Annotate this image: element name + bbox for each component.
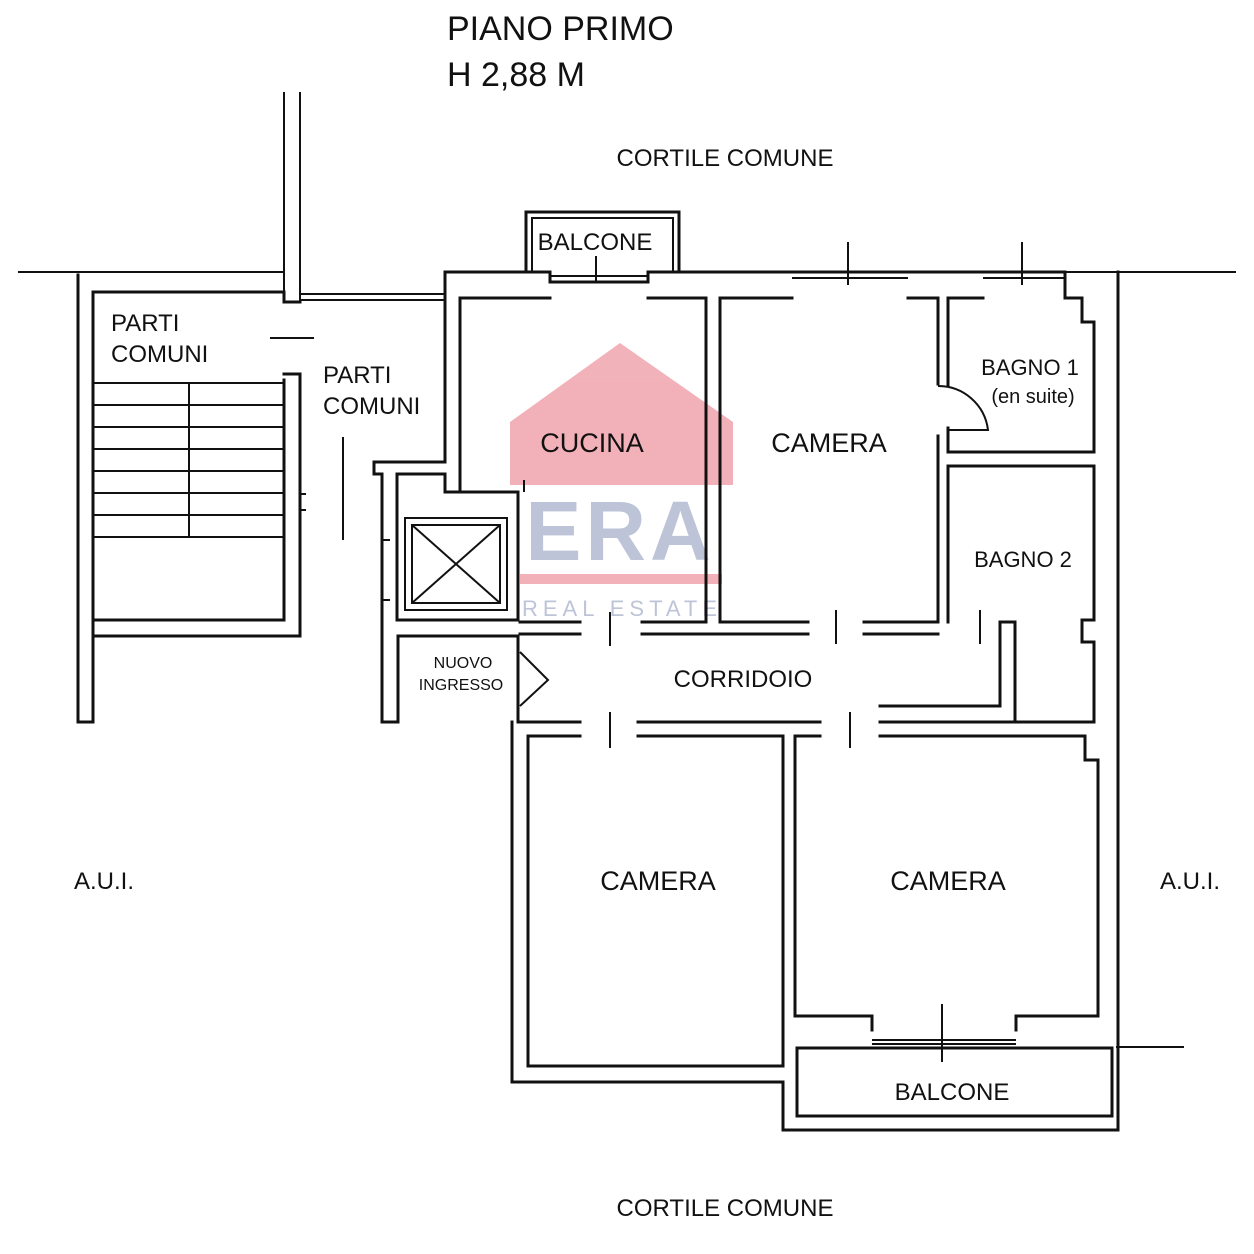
stair-treads [93, 382, 284, 538]
balcone-top-label: BALCONE [538, 229, 653, 256]
balcone-bottom-label: BALCONE [895, 1079, 1010, 1106]
bagno1-note: (en suite) [991, 386, 1074, 408]
camera-bottom-left-label: CAMERA [600, 866, 716, 896]
cucina-label: CUCINA [540, 428, 644, 458]
courtyard-bottom-label: CORTILE COMUNE [617, 1195, 834, 1222]
parti-comuni-left-line2: COMUNI [111, 341, 208, 368]
floor-height: H 2,88 M [447, 56, 585, 94]
aui-right-label: A.U.I. [1160, 868, 1220, 895]
watermark-brand-text: ERA [525, 484, 714, 578]
door-markers [523, 480, 981, 748]
nuovo-ingresso-line1: NUOVO [434, 655, 493, 672]
parti-comuni-left-line1: PARTI [111, 310, 179, 337]
camera-bottom-right-label: CAMERA [890, 866, 1006, 896]
watermark-bar [520, 574, 722, 584]
parti-comuni-mid-line2: COMUNI [323, 393, 420, 420]
aui-left-label: A.U.I. [74, 868, 134, 895]
apartment-walls [443, 242, 1120, 1132]
watermark-roof-shape [510, 343, 733, 485]
watermark-tagline-text: REAL ESTATE [522, 596, 722, 621]
entrance-door-symbol [519, 651, 550, 707]
corridoio-label: CORRIDOIO [674, 666, 813, 693]
bagno2-label: BAGNO 2 [974, 547, 1072, 572]
courtyard-top-label: CORTILE COMUNE [617, 145, 834, 172]
balcony-top [524, 210, 681, 274]
nuovo-ingresso-line2: INGRESSO [419, 677, 503, 694]
camera-top-label: CAMERA [771, 428, 887, 458]
parti-comuni-mid-line1: PARTI [323, 362, 391, 389]
elevator-shaft [372, 273, 520, 724]
bagno1-door-swing [937, 384, 990, 431]
bagno1-label: BAGNO 1 [981, 355, 1079, 380]
floor-title: PIANO PRIMO [447, 10, 674, 48]
site-boundary [18, 92, 1236, 1048]
era-watermark: ERA REAL ESTATE [510, 343, 733, 621]
stair-block [76, 273, 344, 724]
